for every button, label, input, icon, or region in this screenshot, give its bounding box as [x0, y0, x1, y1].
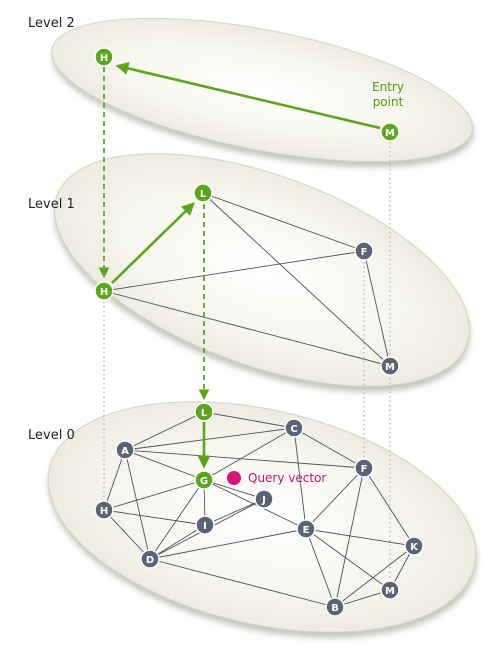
level-1-edges	[103, 192, 391, 367]
svg-text:H: H	[100, 287, 108, 298]
svg-text:C: C	[290, 424, 297, 435]
node-l1-m: M	[380, 356, 400, 376]
layer-connectors	[103, 142, 391, 578]
svg-text:M: M	[385, 586, 395, 597]
svg-text:L: L	[200, 189, 207, 200]
query-vector-dot	[227, 471, 241, 485]
entry-point-label-line2: point	[373, 95, 404, 109]
node-l0-k: K	[404, 536, 424, 556]
svg-text:H: H	[100, 506, 108, 517]
svg-text:K: K	[410, 542, 419, 553]
svg-text:H: H	[100, 53, 108, 64]
node-l0-m: M	[380, 580, 400, 600]
svg-text:L: L	[201, 408, 208, 419]
node-l0-l: L	[194, 402, 214, 422]
svg-text:M: M	[385, 362, 395, 373]
query-vector-label: Query vector	[248, 471, 326, 485]
node-l1-l: L	[193, 183, 213, 203]
node-l0-d: D	[140, 549, 160, 569]
svg-text:F: F	[361, 464, 368, 475]
node-l0-f: F	[354, 458, 374, 478]
node-l2-h: H	[94, 47, 114, 67]
search-path	[98, 62, 381, 469]
node-l1-f: F	[354, 241, 374, 261]
svg-text:J: J	[261, 495, 266, 506]
node-l0-e: E	[296, 519, 316, 539]
svg-text:M: M	[385, 128, 395, 139]
node-l0-i: I	[195, 515, 215, 535]
node-l0-c: C	[284, 418, 304, 438]
node-l0-g: G	[194, 470, 214, 490]
entry-point-label-line1: Entry	[372, 80, 404, 94]
level-2-label: Level 2	[28, 16, 75, 31]
level-0-label: Level 0	[28, 428, 75, 443]
level-1-label: Level 1	[28, 197, 75, 212]
node-l0-h: H	[94, 500, 114, 520]
svg-text:D: D	[146, 555, 154, 566]
node-l0-b: B	[325, 597, 345, 617]
svg-text:E: E	[303, 525, 310, 536]
svg-text:G: G	[200, 476, 208, 487]
node-l1-h: H	[94, 281, 114, 301]
svg-text:F: F	[361, 247, 368, 258]
node-l2-m: M	[380, 122, 400, 142]
svg-text:I: I	[203, 521, 207, 532]
node-l0-j: J	[254, 489, 274, 509]
svg-text:A: A	[121, 446, 129, 457]
level-0-edges	[103, 411, 415, 608]
node-l0-a: A	[115, 440, 135, 460]
level-1-plane	[54, 153, 470, 387]
svg-text:B: B	[331, 603, 339, 614]
